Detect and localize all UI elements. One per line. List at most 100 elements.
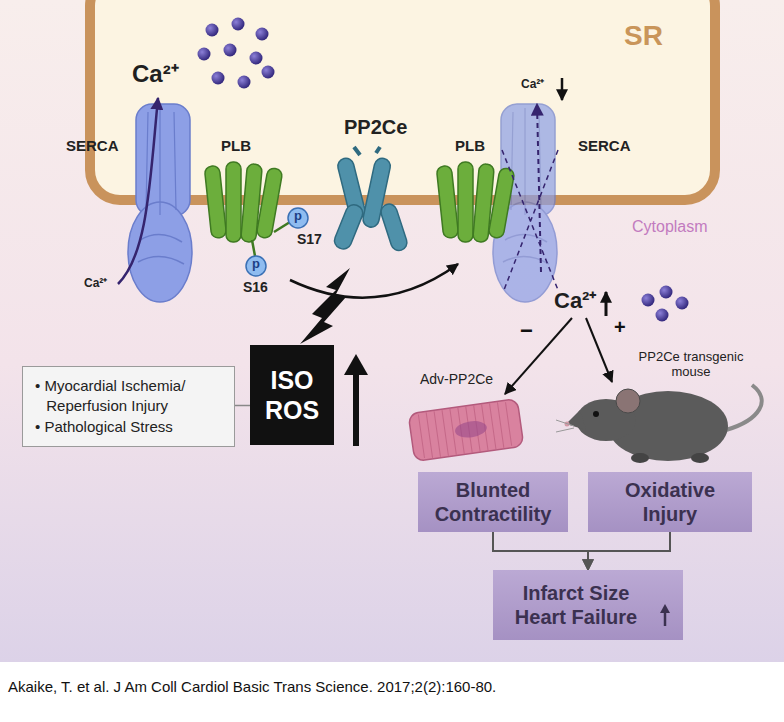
calcium-dots [198,18,689,322]
stimulus-box: ISO ROS [250,345,334,445]
protein-name: PP2Ce [344,116,407,139]
change-arrow [353,372,359,446]
calcium-dots [656,309,669,322]
pp2ce-phosphatase [332,147,409,253]
calcium-flux-arrow [537,104,541,272]
inhibited-serca-pump [501,104,555,216]
cardiomyocyte-figure [408,399,524,462]
site-label: S17 [297,231,322,247]
bullet-item: • Pathological Stress [35,417,224,437]
lightning-bolt [300,268,350,344]
mouse-figure [565,422,570,427]
outcome-label: Infarct Size Heart Failure [503,581,649,629]
cardiomyocyte-figure [454,419,488,439]
ion-label: Ca²⁺ [84,277,107,291]
calcium-flux-arrow [118,98,558,290]
bullet-item: • Myocardial Ischemia/ Reperfusion Injur… [35,376,224,415]
inhibited-serca-pump [511,108,541,215]
flow-arrow [588,532,670,570]
phospholamban [204,162,283,243]
sr-membrane [90,0,715,200]
increase-arrow [660,604,670,613]
pp2ce-phosphatase [379,202,409,253]
mouse-figure [593,411,599,417]
mouse-figure [556,420,574,432]
change-arrow [605,292,608,316]
calcium-flux-arrow [118,98,158,284]
phospholamban [241,164,263,243]
phospholamban [458,162,473,242]
protein-name: SERCA [66,137,119,154]
mouse-figure [616,389,640,413]
calcium-flux-arrow [502,150,558,290]
effect-arrow [586,318,612,382]
calcium-dots [660,286,673,299]
inhibited-serca-pump [493,202,557,302]
serca-pump [128,104,192,302]
model-label: PP2Ce transgenic mouse [638,350,744,380]
inhibited-serca-pump [493,104,557,302]
phosphate-group [288,208,308,228]
pp2ce-phosphatase [362,157,392,229]
pp2ce-phosphatase [336,156,367,220]
change-arrow [344,78,606,446]
serca-pump [146,108,176,215]
calcium-dots [262,66,275,79]
increase-arrow [664,612,667,626]
cardiomyocyte-figure [408,399,524,462]
serca-pump [128,202,192,302]
outcome-box: Infarct Size Heart Failure [493,570,683,640]
lightning-bolt [300,268,350,344]
ion-label: Ca²⁺ [521,78,544,92]
phospholamban [436,165,458,238]
effect-arrow [505,318,572,394]
calcium-dots [250,52,263,65]
compartment-label: Cytoplasm [632,218,708,236]
phospholamban [204,165,226,238]
protein-name: PLB [221,137,251,154]
sign-label: − [520,318,533,343]
change-arrow [561,78,564,100]
phospholamban [488,167,515,239]
cardiomyocyte-figure [418,401,512,459]
calcium-dots [238,76,251,89]
phospho-mark: p [246,257,266,272]
organelle-region: SR [90,0,715,200]
calcium-dots [256,28,269,41]
stimulus-label: ISO ROS [256,365,328,425]
ion-label: Ca²⁺ [554,288,596,313]
calcium-dots [642,294,655,307]
sign-label: + [614,316,626,339]
calcium-dots [224,44,237,57]
mouse-figure [566,410,586,430]
mouse-figure [576,399,636,441]
ion-label: Ca²⁺ [132,60,179,88]
protein-name: PLB [455,137,485,154]
condition-list: • Myocardial Ischemia/ Reperfusion Injur… [22,366,235,447]
model-label: Adv-PP2Ce [420,371,493,387]
sr-membrane [90,0,715,200]
inhibited-serca-pump [503,234,549,264]
calcium-dots [232,18,245,31]
serca-pump [136,104,190,216]
site-label: S16 [243,279,268,295]
outcome-box: Oxidative Injury [588,472,752,532]
phospholamban [256,167,283,239]
connector-line [235,405,250,407]
background [0,662,784,722]
phospholamban [226,162,241,242]
mouse-figure [726,385,762,430]
mouse-figure [556,385,762,463]
phosphate-group [246,256,266,276]
outcome-label: Oxidative Injury [598,478,742,526]
protein-name: SERCA [578,137,631,154]
dephosphorylation-arrow [290,264,458,298]
calcium-dots [198,48,211,61]
phospholamban [436,162,515,243]
citation-caption: Akaike, T. et al. J Am Coll Cardiol Basi… [8,678,496,695]
mouse-figure [691,453,709,463]
pp2ce-phosphatase [354,147,380,155]
calcium-dots [206,24,219,37]
mouse-figure [608,391,728,461]
